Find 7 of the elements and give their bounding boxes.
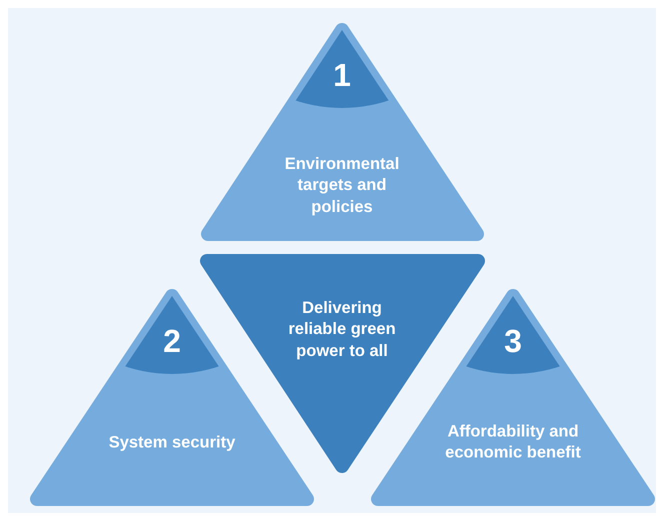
step-number: 1 <box>333 59 351 91</box>
center-label: Delivering reliable green power to all <box>287 298 397 362</box>
pillar-label: Affordability and economic benefit <box>444 422 582 464</box>
step-number: 3 <box>504 325 522 357</box>
step-number: 2 <box>163 325 181 357</box>
pillar-label: System security <box>108 432 236 454</box>
pillar-label: Environmental targets and policies <box>284 154 400 218</box>
